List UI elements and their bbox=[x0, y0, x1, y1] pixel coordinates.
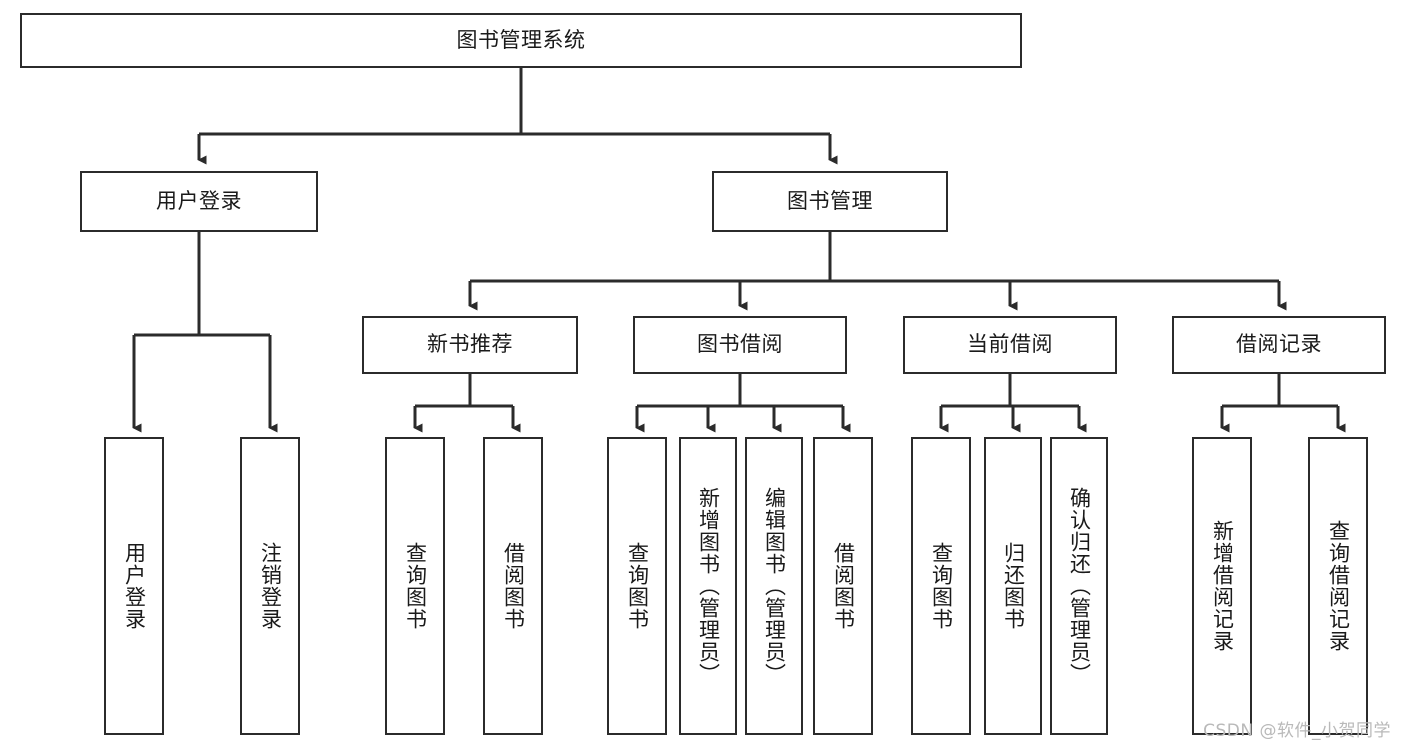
node-label: 归还图书 bbox=[1001, 542, 1026, 630]
leaf-query-book-current[interactable]: 查询图书 bbox=[911, 437, 971, 735]
node-label: 查询图书 bbox=[929, 542, 954, 630]
leaf-edit-book-admin[interactable]: 编辑图书（管理员） bbox=[745, 437, 803, 735]
leaf-confirm-return-admin[interactable]: 确认归还（管理员） bbox=[1050, 437, 1108, 735]
leaf-user-logout[interactable]: 注销登录 bbox=[240, 437, 300, 735]
node-label: 编辑图书（管理员） bbox=[762, 487, 787, 685]
node-label: 查询图书 bbox=[403, 542, 428, 630]
node-label: 当前借阅 bbox=[967, 332, 1053, 357]
leaf-query-book-borrow[interactable]: 查询图书 bbox=[607, 437, 667, 735]
leaf-query-borrow-record[interactable]: 查询借阅记录 bbox=[1308, 437, 1368, 735]
leaf-add-book-admin[interactable]: 新增图书（管理员） bbox=[679, 437, 737, 735]
node-label: 新增借阅记录 bbox=[1210, 520, 1235, 652]
node-label: 查询借阅记录 bbox=[1326, 520, 1351, 652]
node-book-borrow[interactable]: 图书借阅 bbox=[633, 316, 847, 374]
node-label: 用户登录 bbox=[156, 188, 242, 213]
node-label: 用户登录 bbox=[122, 542, 147, 630]
leaf-user-login[interactable]: 用户登录 bbox=[104, 437, 164, 735]
node-current-borrow[interactable]: 当前借阅 bbox=[903, 316, 1117, 374]
node-new-book-recommend[interactable]: 新书推荐 bbox=[362, 316, 578, 374]
leaf-borrow-book[interactable]: 借阅图书 bbox=[813, 437, 873, 735]
leaf-add-borrow-record[interactable]: 新增借阅记录 bbox=[1192, 437, 1252, 735]
leaf-query-book-recommend[interactable]: 查询图书 bbox=[385, 437, 445, 735]
node-label: 图书借阅 bbox=[697, 332, 783, 357]
leaf-return-book[interactable]: 归还图书 bbox=[984, 437, 1042, 735]
node-label: 借阅记录 bbox=[1236, 332, 1322, 357]
node-label: 图书管理系统 bbox=[456, 27, 586, 52]
node-user-login[interactable]: 用户登录 bbox=[80, 171, 318, 232]
node-borrow-record[interactable]: 借阅记录 bbox=[1172, 316, 1386, 374]
node-label: 借阅图书 bbox=[501, 542, 526, 630]
leaf-borrow-book-recommend[interactable]: 借阅图书 bbox=[483, 437, 543, 735]
node-book-manage[interactable]: 图书管理 bbox=[712, 171, 948, 232]
node-root-system[interactable]: 图书管理系统 bbox=[20, 13, 1022, 68]
node-label: 新增图书（管理员） bbox=[696, 487, 721, 685]
node-label: 图书管理 bbox=[787, 188, 873, 213]
node-label: 查询图书 bbox=[625, 542, 650, 630]
node-label: 确认归还（管理员） bbox=[1067, 487, 1092, 685]
node-label: 注销登录 bbox=[258, 542, 283, 630]
node-label: 新书推荐 bbox=[427, 332, 513, 357]
node-label: 借阅图书 bbox=[831, 542, 856, 630]
